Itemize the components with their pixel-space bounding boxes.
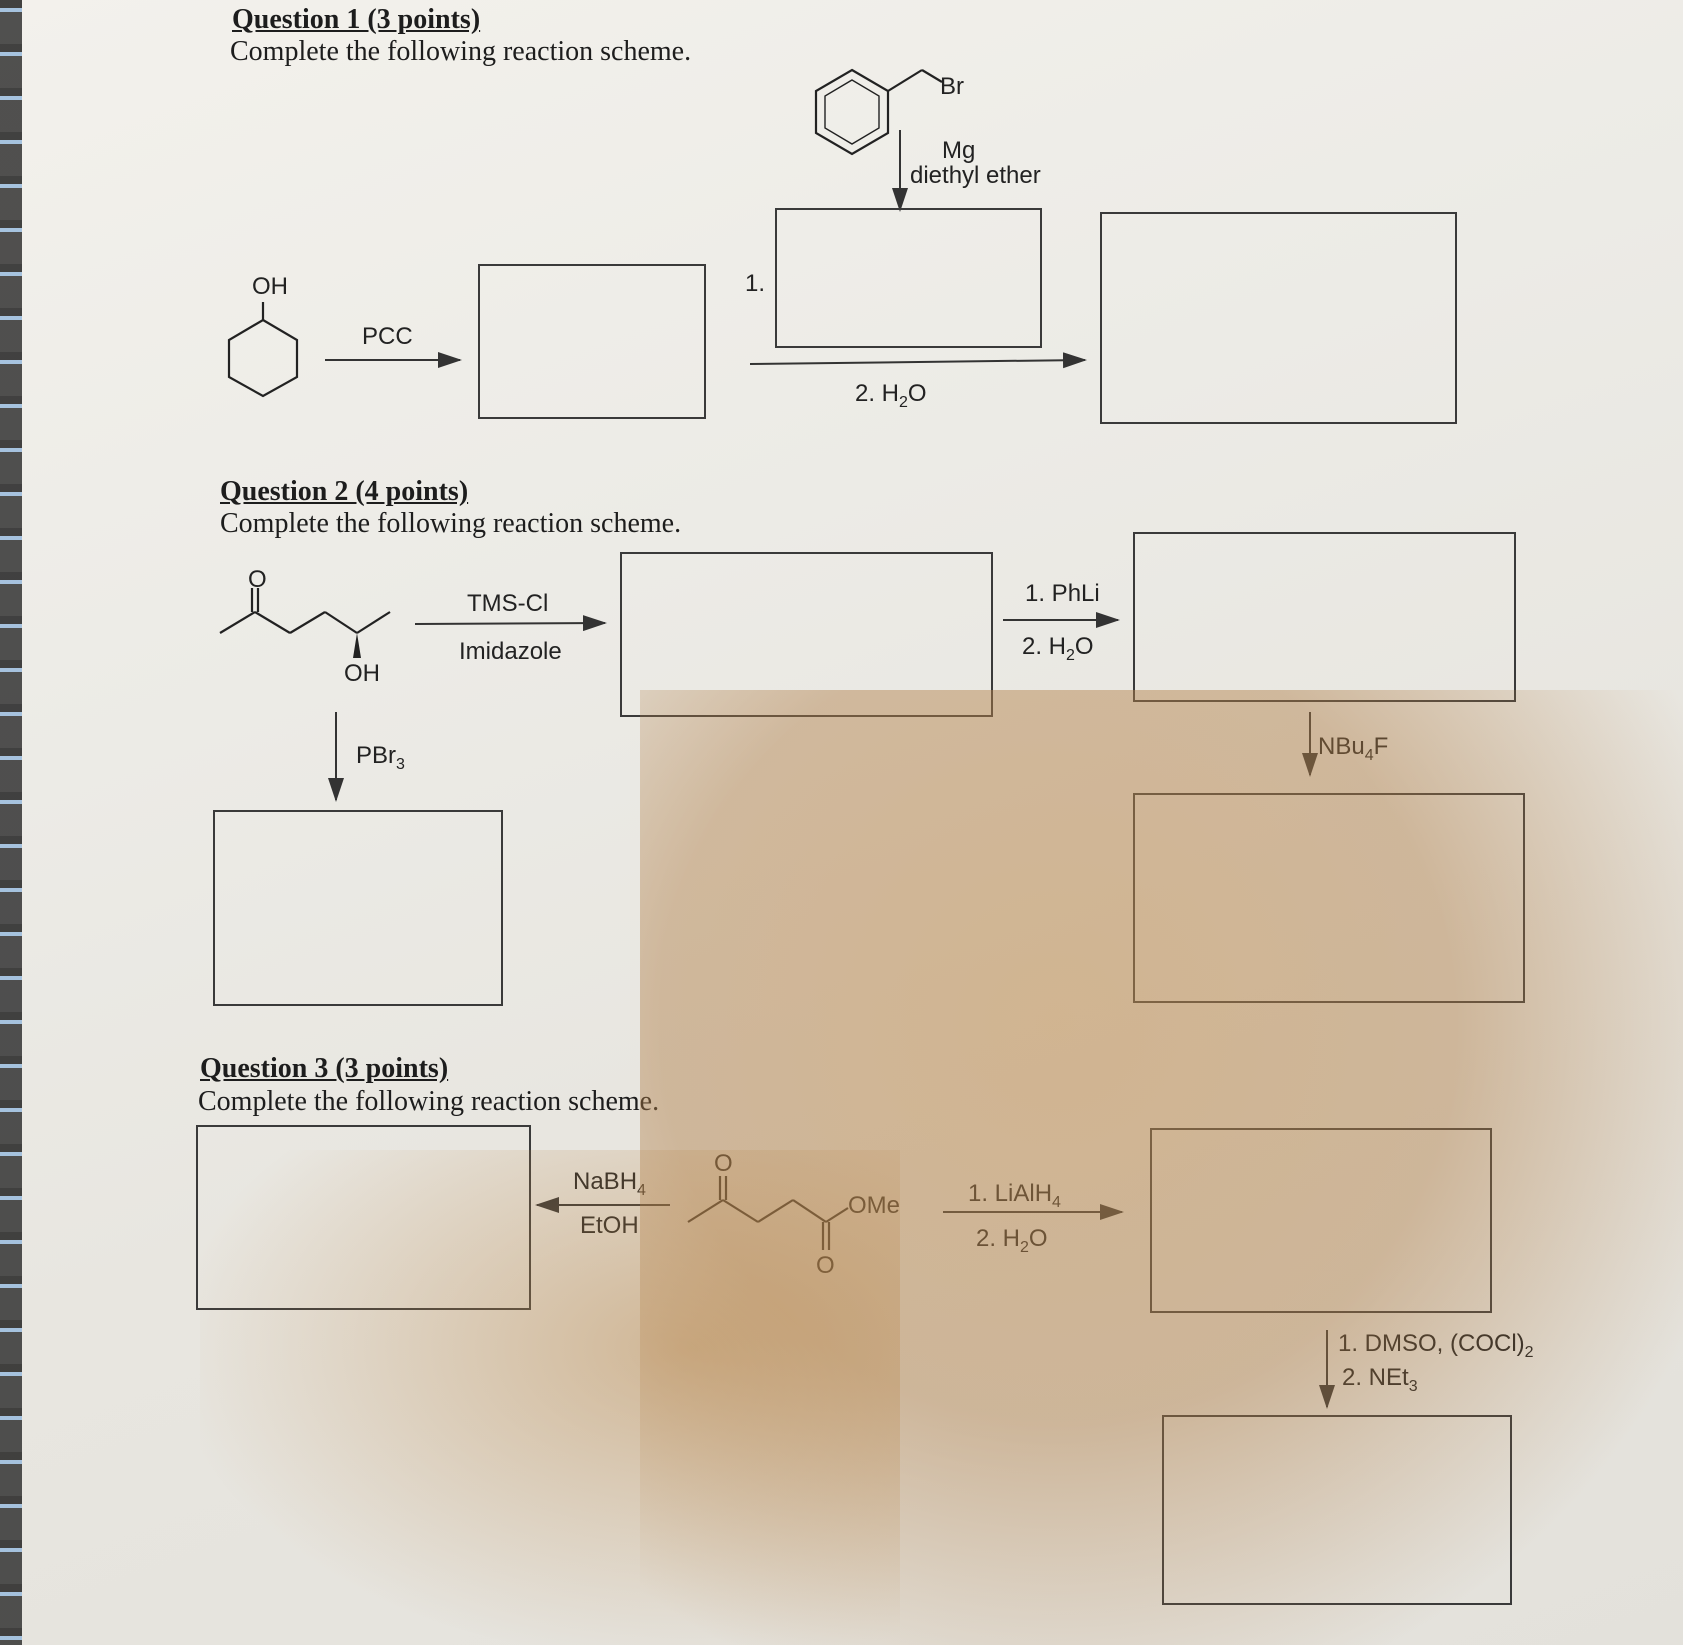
benzyl-bromide-structure: [814, 68, 943, 156]
q3-lialh4-product-box[interactable]: [1150, 1128, 1492, 1313]
q2-pbr3-product-box[interactable]: [213, 810, 503, 1006]
ether-label: diethyl ether: [910, 162, 1041, 189]
q2-heading: Question 2 (4 points): [220, 476, 469, 507]
q1-heading: Question 1 (3 points): [232, 4, 481, 35]
lialh4-label: 1. LiAlH4: [968, 1180, 1061, 1211]
nabh4-label: NaBH4: [573, 1168, 646, 1199]
br-label: Br: [940, 73, 964, 100]
q3-subtitle: Complete the following reaction scheme.: [198, 1086, 660, 1117]
cyclohexanol-structure: [227, 302, 299, 398]
net3-label: 2. NEt3: [1342, 1364, 1418, 1395]
notebook-binding: [0, 0, 22, 1645]
q1-h2o-label: 2. H2O: [855, 380, 927, 411]
q2-subtitle: Complete the following reaction scheme.: [220, 508, 682, 539]
q1-answer-box-1[interactable]: [478, 264, 706, 419]
q2-phli-product-box[interactable]: [1133, 532, 1516, 702]
q2-h2o-label: 2. H2O: [1022, 633, 1094, 664]
etoh-label: EtOH: [580, 1212, 639, 1239]
q2-tms-ether-box[interactable]: [620, 552, 993, 717]
q3-o-top-label: O: [714, 1150, 733, 1177]
nbu4f-label: NBu4F: [1318, 733, 1389, 764]
hydroxy-ketone-structure: [219, 588, 391, 634]
grignard-addition-arrow: [749, 352, 1087, 369]
tmscl-label: TMS-Cl: [467, 590, 549, 617]
q3-nabh4-product-box[interactable]: [196, 1125, 531, 1310]
q3-heading: Question 3 (3 points): [200, 1053, 449, 1084]
wedge-bond: [353, 633, 361, 658]
keto-ester-structure: [687, 1176, 849, 1250]
pcc-label: PCC: [362, 323, 413, 350]
pbr3-label: PBr3: [356, 742, 405, 773]
q1-subtitle: Complete the following reaction scheme.: [230, 36, 692, 67]
q2-deprotected-box[interactable]: [1133, 793, 1525, 1003]
q1-answer-box-2[interactable]: [1100, 212, 1457, 424]
q3-h2o-label: 2. H2O: [976, 1225, 1048, 1256]
q1-grignard-box[interactable]: [775, 208, 1042, 348]
dmso-label: 1. DMSO, (COCl)2: [1338, 1330, 1534, 1361]
q2-o-label: O: [248, 566, 267, 593]
ome-label: OMe: [848, 1192, 901, 1219]
imidazole-label: Imidazole: [459, 638, 562, 665]
tmscl-arrow: [414, 615, 607, 632]
phli-label: 1. PhLi: [1025, 580, 1100, 607]
q1-oh-label: OH: [252, 273, 288, 300]
q2-oh-label: OH: [344, 660, 380, 687]
mg-label: Mg: [942, 137, 976, 164]
step1-label: 1.: [745, 270, 766, 297]
q3-swern-product-box[interactable]: [1162, 1415, 1512, 1605]
q3-o-bottom-label: O: [816, 1252, 835, 1279]
